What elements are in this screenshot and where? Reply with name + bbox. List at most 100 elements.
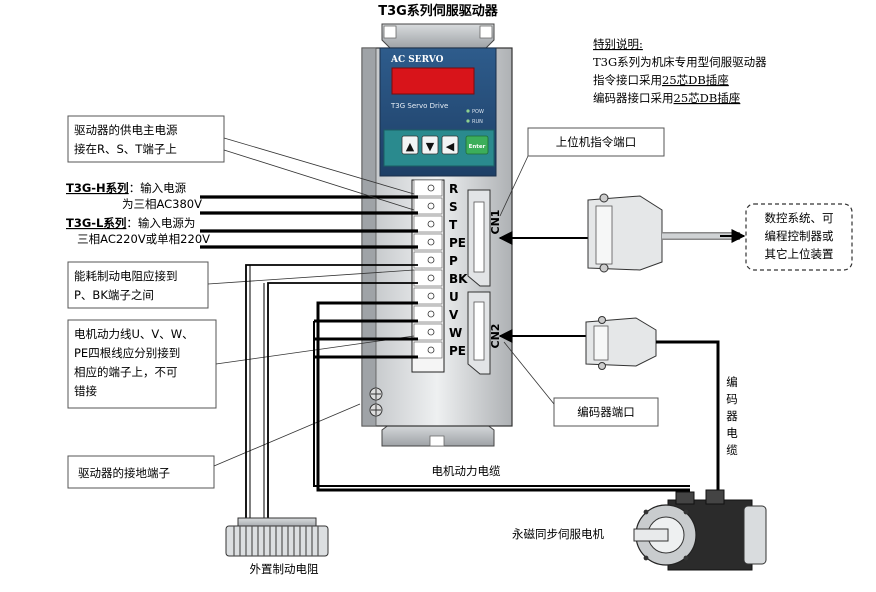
- drive-model: T3G Servo Drive: [390, 102, 448, 110]
- terminal-s: S: [413, 197, 458, 215]
- key-up[interactable]: ▲: [401, 135, 419, 155]
- terminal-screw-icon: [427, 202, 435, 210]
- terminal-screw-icon: [427, 310, 435, 318]
- terminal-screw-icon: [427, 328, 435, 336]
- host-device-line1: 数控系统、可: [765, 211, 834, 225]
- terminal-screw-icon: [427, 184, 435, 192]
- callout-ground: 驱动器的接地端子: [67, 403, 361, 489]
- terminal-t: T: [413, 215, 458, 233]
- terminal-label: PE: [449, 236, 466, 250]
- callout-motor-wiring: 电机动力线U、V、W、 PE四根线应分别接到 相应的端子上，不可 错接: [67, 319, 415, 409]
- svg-text:编: 编: [726, 375, 738, 389]
- callout-power-line2: 接在R、S、T端子上: [74, 142, 177, 156]
- terminal-label: S: [449, 200, 458, 214]
- note-line-3: 编码器接口采用25芯DB插座: [593, 91, 740, 105]
- terminal-label: R: [449, 182, 458, 196]
- callout-host-port-text: 上位机指令端口: [556, 135, 637, 149]
- callout-encoder-port-text: 编码器端口: [577, 405, 635, 419]
- external-resistor-label: 外置制动电阻: [250, 562, 319, 576]
- encoder-db-plug: [585, 316, 657, 370]
- callout-encoder-port: 编码器端口: [503, 341, 659, 427]
- terminal-label: T: [449, 218, 458, 232]
- host-device-line3: 其它上位装置: [765, 247, 834, 261]
- cn2-connector: CN2: [467, 291, 502, 375]
- note-heading: 特别说明:: [593, 37, 643, 51]
- ground-screws: [369, 387, 383, 417]
- pow-led: [466, 109, 470, 113]
- terminal-p: P: [413, 251, 458, 269]
- terminal-v: V: [413, 305, 459, 323]
- terminal-screw-icon: [427, 292, 435, 300]
- series-notes: T3G-H系列：输入电源 为三相AC380V T3G-L系列：输入电源为 三相A…: [66, 181, 210, 246]
- run-label: RUN: [472, 119, 483, 125]
- left-icon: ◀: [446, 140, 455, 153]
- callout-motor-line2: PE四根线应分别接到: [74, 346, 180, 360]
- terminal-label: P: [449, 254, 458, 268]
- host-db-plug: [587, 193, 740, 273]
- cn1-label: CN1: [489, 210, 502, 235]
- encoder-cable-label: 编 码 器 电 缆: [726, 375, 738, 457]
- pow-label: POW: [472, 109, 484, 115]
- terminal-screw-icon: [427, 256, 435, 264]
- terminal-w: W: [413, 323, 462, 341]
- special-note: 特别说明: T3G系列为机床专用型伺服驱动器 指令接口采用25芯DB插座 编码器…: [593, 37, 767, 105]
- callout-brake-line1: 能耗制动电阻应接到: [74, 269, 178, 283]
- host-device: 数控系统、可 编程控制器或 其它上位装置: [745, 203, 853, 271]
- svg-text:码: 码: [726, 392, 738, 406]
- callout-power-supply: 驱动器的供电主电源 接在R、S、T端子上: [67, 115, 415, 211]
- svg-text:电: 电: [726, 426, 738, 440]
- external-brake-resistor: 外置制动电阻: [225, 517, 329, 576]
- series-l-line1: T3G-L系列：输入电源为: [66, 216, 195, 230]
- motor-label: 永磁同步伺服电机: [512, 527, 604, 541]
- terminal-label: V: [449, 308, 459, 322]
- callout-host-port: 上位机指令端口: [499, 127, 665, 217]
- enter-label: Enter: [469, 144, 486, 150]
- down-icon: ▼: [426, 140, 435, 153]
- terminal-screw-icon: [427, 220, 435, 228]
- encoder-cable: [656, 340, 720, 500]
- terminal-bk: BK: [413, 269, 468, 287]
- diagram-title: T3G系列伺服驱动器: [378, 3, 499, 19]
- power-input-wires: [200, 195, 418, 249]
- terminal-r: R: [413, 179, 458, 197]
- motor-cable-label: 电机动力电缆: [432, 464, 501, 478]
- servo-motor: [633, 489, 767, 571]
- callout-brake-line2: P、BK端子之间: [74, 288, 154, 302]
- terminal-label: PE: [449, 344, 466, 358]
- note-line-2: 指令接口采用25芯DB插座: [593, 73, 729, 87]
- series-h-line2: 为三相AC380V: [122, 197, 202, 211]
- callout-motor-line4: 错接: [74, 384, 97, 398]
- series-l-line2: 三相AC220V或单相220V: [77, 232, 210, 246]
- terminal-u: U: [413, 287, 459, 305]
- led-display: [391, 67, 475, 95]
- drive-brand: AC SERVO: [390, 55, 444, 65]
- terminal-rows: RST PE P BK UVW PE: [413, 179, 468, 359]
- key-enter[interactable]: Enter: [465, 135, 489, 155]
- terminal-screw-icon: [427, 346, 435, 354]
- callout-ground-text: 驱动器的接地端子: [78, 466, 170, 480]
- up-icon: ▲: [406, 140, 415, 153]
- terminal-screw-icon: [427, 238, 435, 246]
- terminal-label: U: [449, 290, 459, 304]
- terminal-screw-icon: [427, 274, 435, 282]
- terminal-pe-9: PE: [413, 341, 466, 359]
- terminal-pe-3: PE: [413, 233, 466, 251]
- terminal-label: W: [449, 326, 462, 340]
- run-led: [466, 119, 470, 123]
- svg-text:器: 器: [726, 409, 738, 423]
- svg-text:缆: 缆: [726, 443, 738, 457]
- key-left[interactable]: ◀: [441, 135, 459, 155]
- servo-drive: AC SERVO T3G Servo Drive POW RUN ▲ ▼ ◀ E…: [361, 23, 513, 447]
- callout-motor-line3: 相应的端子上，不可: [74, 365, 178, 379]
- series-h-line1: T3G-H系列：输入电源: [66, 181, 187, 195]
- brake-resistor-wires: [245, 264, 418, 522]
- callout-power-line1: 驱动器的供电主电源: [74, 123, 178, 137]
- terminal-label: BK: [449, 272, 468, 286]
- callout-motor-line1: 电机动力线U、V、W、: [74, 327, 194, 341]
- key-down[interactable]: ▼: [421, 135, 439, 155]
- cn1-connector: CN1: [467, 189, 502, 287]
- motor-power-wires: [313, 301, 690, 492]
- callout-brake-resistor: 能耗制动电阻应接到 P、BK端子之间: [67, 261, 415, 309]
- note-line-1: T3G系列为机床专用型伺服驱动器: [593, 55, 767, 69]
